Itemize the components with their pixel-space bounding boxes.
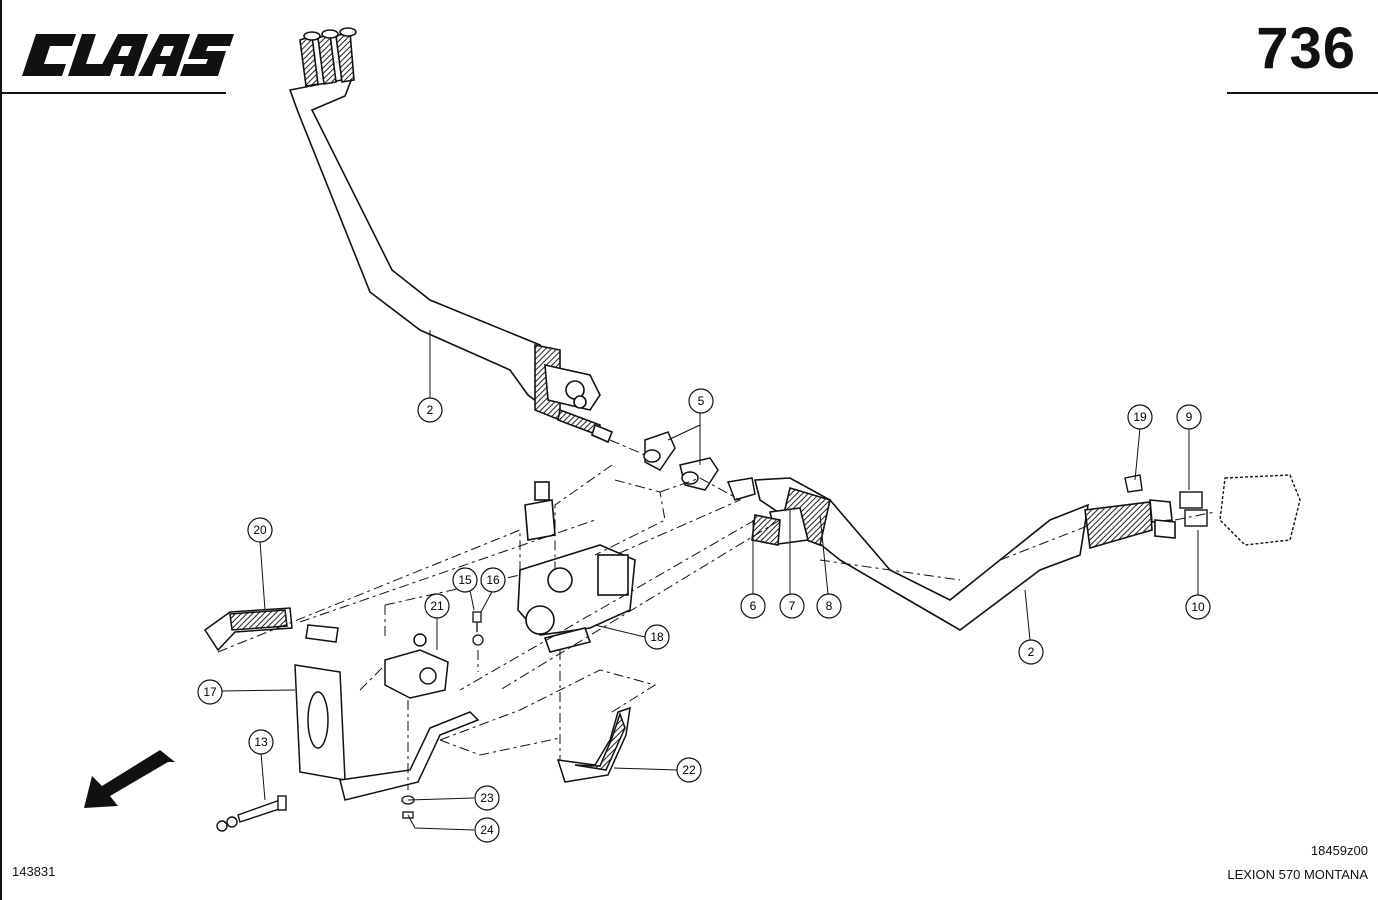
callout-21[interactable]: 21 bbox=[424, 593, 450, 619]
svg-text:17: 17 bbox=[203, 685, 217, 699]
svg-text:6: 6 bbox=[750, 599, 757, 613]
svg-text:7: 7 bbox=[789, 599, 796, 613]
callout-6[interactable]: 6 bbox=[740, 593, 766, 619]
callout-17[interactable]: 17 bbox=[197, 679, 223, 705]
svg-text:20: 20 bbox=[253, 523, 267, 537]
svg-text:24: 24 bbox=[480, 823, 494, 837]
callout-15[interactable]: 15 bbox=[452, 567, 478, 593]
callout-24[interactable]: 24 bbox=[474, 817, 500, 843]
direction-arrow-icon bbox=[84, 750, 175, 808]
svg-text:13: 13 bbox=[254, 735, 268, 749]
svg-text:15: 15 bbox=[458, 573, 472, 587]
callout-23[interactable]: 23 bbox=[474, 785, 500, 811]
bracket-17 bbox=[294, 664, 480, 801]
hose-bundle-lower bbox=[751, 477, 1176, 631]
callouts: 2 2 5 6 7 8 9 10 bbox=[197, 388, 1211, 843]
bolt-13 bbox=[216, 795, 287, 832]
drawing-id: 143831 bbox=[12, 864, 56, 879]
elbow-fittings bbox=[643, 431, 756, 501]
page-border-left bbox=[0, 0, 2, 900]
callout-5[interactable]: 5 bbox=[688, 388, 714, 414]
callout-18[interactable]: 18 bbox=[644, 624, 670, 650]
svg-text:19: 19 bbox=[1133, 410, 1147, 424]
hose-20 bbox=[203, 607, 339, 652]
part-code: 18459z00 bbox=[1310, 843, 1368, 858]
callout-22[interactable]: 22 bbox=[676, 757, 702, 783]
callout-19[interactable]: 19 bbox=[1127, 404, 1153, 430]
header-rule-left bbox=[0, 92, 226, 94]
claas-logo-graphic bbox=[22, 34, 234, 76]
svg-text:18: 18 bbox=[650, 630, 664, 644]
svg-text:2: 2 bbox=[427, 403, 434, 417]
callout-2a[interactable]: 2 bbox=[417, 397, 443, 423]
svg-text:9: 9 bbox=[1186, 410, 1193, 424]
svg-text:5: 5 bbox=[698, 394, 705, 408]
callout-7[interactable]: 7 bbox=[779, 593, 805, 619]
callout-2b[interactable]: 2 bbox=[1018, 639, 1044, 665]
callout-10[interactable]: 10 bbox=[1185, 594, 1211, 620]
block-21 bbox=[384, 633, 449, 699]
callout-8[interactable]: 8 bbox=[816, 593, 842, 619]
adapter-fittings bbox=[1124, 474, 1301, 546]
callout-16[interactable]: 16 bbox=[480, 567, 506, 593]
model-name: LEXION 570 MONTANA bbox=[1227, 867, 1368, 882]
control-valve bbox=[517, 481, 636, 653]
header-rule-right bbox=[1227, 92, 1378, 94]
claas-logo bbox=[14, 20, 234, 80]
hose-bundle-upper bbox=[288, 27, 614, 444]
assembly-guide-lines bbox=[217, 439, 1216, 790]
svg-text:8: 8 bbox=[826, 599, 833, 613]
callout-9[interactable]: 9 bbox=[1176, 404, 1202, 430]
page-number: 736 bbox=[1256, 16, 1356, 81]
svg-text:16: 16 bbox=[486, 573, 500, 587]
svg-text:21: 21 bbox=[430, 599, 444, 613]
callout-leaders bbox=[221, 330, 1199, 831]
svg-text:2: 2 bbox=[1028, 645, 1035, 659]
svg-text:22: 22 bbox=[682, 763, 696, 777]
callout-20[interactable]: 20 bbox=[247, 517, 273, 543]
svg-text:23: 23 bbox=[480, 791, 494, 805]
hose-22 bbox=[556, 706, 631, 783]
callout-13[interactable]: 13 bbox=[248, 729, 274, 755]
screws bbox=[401, 611, 484, 819]
svg-text:10: 10 bbox=[1191, 600, 1205, 614]
